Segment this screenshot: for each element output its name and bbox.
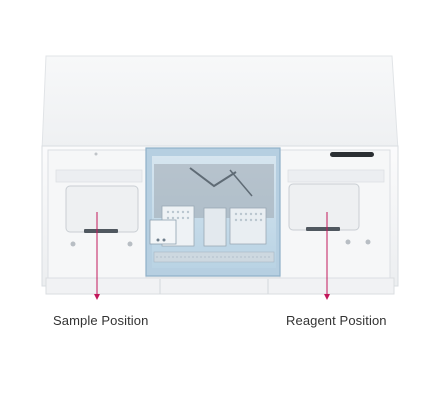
reagent-position-label: Reagent Position — [286, 313, 387, 328]
status-indicator-strip — [330, 152, 374, 157]
reagent-bay-shelf — [287, 169, 385, 183]
instrument-base — [45, 277, 395, 295]
instrument-top-lid — [41, 55, 399, 151]
sample-drawer-lid — [65, 185, 139, 233]
sample-bay-shelf — [55, 169, 143, 183]
sample-position-label: Sample Position — [53, 313, 149, 328]
tube-rack-center — [203, 207, 227, 247]
sample-pointer-arrow — [94, 294, 100, 300]
reagent-pointer-arrow — [324, 294, 330, 300]
reagent-drawer-lid — [288, 183, 360, 231]
